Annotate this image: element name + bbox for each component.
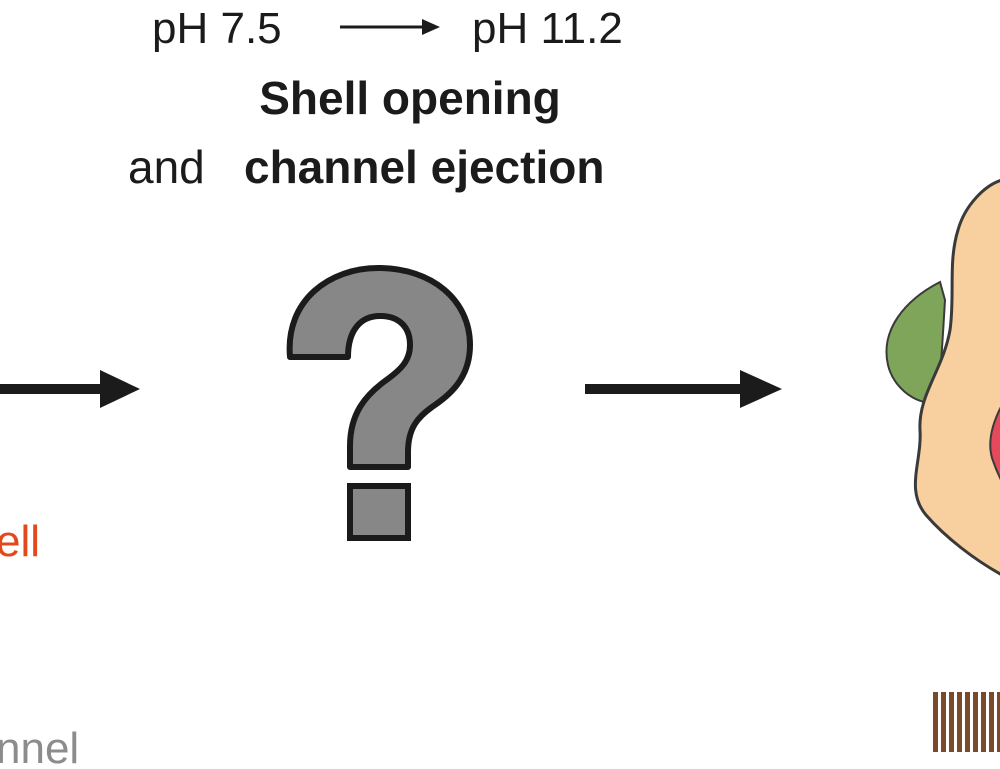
shell-opening-title: Shell opening <box>259 72 561 124</box>
ph-start-label: pH 7.5 <box>152 4 282 53</box>
and-word: and <box>128 141 205 193</box>
opened-shell-illustration <box>885 179 1000 576</box>
channel-label-fragment: nnel <box>0 724 79 769</box>
question-mark-icon <box>286 265 473 541</box>
shell-label-fragment: ell <box>0 517 40 566</box>
ph-transition-arrow <box>340 19 440 35</box>
membrane-pattern <box>933 692 1000 752</box>
right-process-arrow <box>585 370 782 408</box>
ph-end-label: pH 11.2 <box>472 4 623 53</box>
channel-ejection-title: channel ejection <box>244 141 604 193</box>
left-process-arrow <box>0 370 140 408</box>
